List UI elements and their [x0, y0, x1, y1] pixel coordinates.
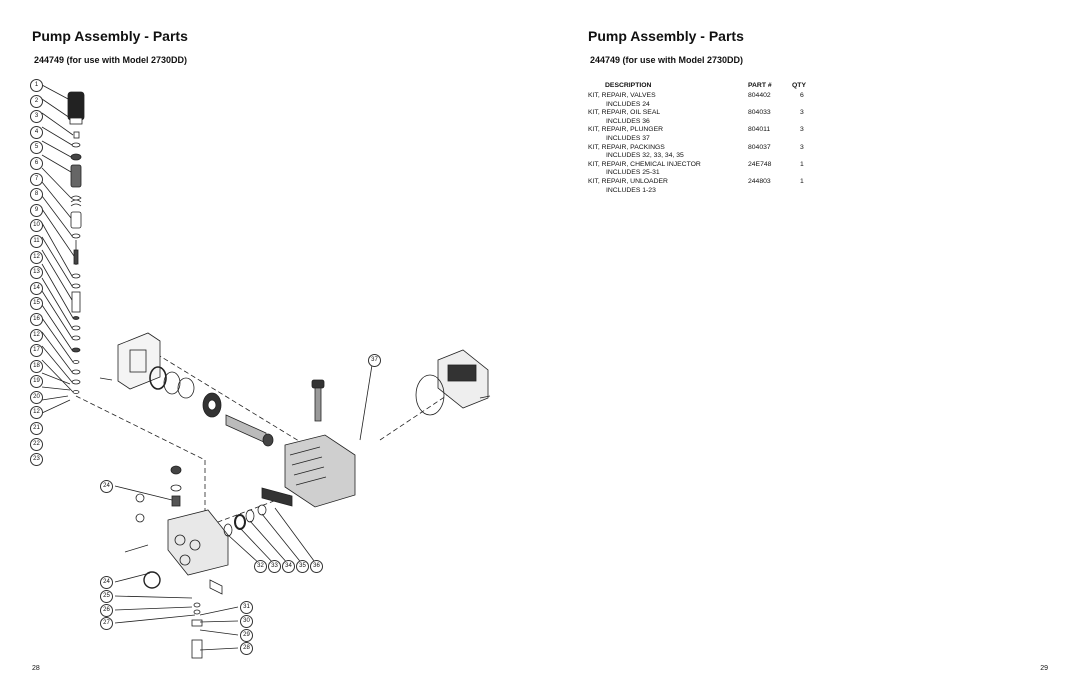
callout: 15 — [30, 297, 43, 311]
callout: 8 — [30, 188, 43, 202]
row-part: 24E748 — [748, 160, 772, 168]
row-includes: INCLUDES 36 — [606, 117, 650, 125]
callout-32: 32 — [254, 560, 267, 573]
callout-24-top: 24 — [100, 480, 113, 493]
callout-26: 26 — [100, 604, 113, 617]
callout-35: 35 — [296, 560, 309, 573]
row-description: KIT, REPAIR, OIL SEAL — [588, 109, 661, 117]
callout-column: 1 2 3 4 5 6 7 8 9 10 11 12 13 14 15 16 1… — [30, 79, 48, 469]
callout: 18 — [30, 359, 43, 373]
page-number: 28 — [32, 665, 40, 672]
callout: 5 — [30, 141, 43, 155]
callout: 11 — [30, 234, 43, 248]
row-qty: 1 — [800, 177, 804, 185]
callout-24-bottom: 24 — [100, 576, 113, 589]
row-part: 804011 — [748, 126, 771, 134]
row-part: 804033 — [748, 109, 771, 117]
left-page: Pump Assembly - Parts 244749 (for use wi… — [30, 28, 491, 672]
callout-36: 36 — [310, 560, 323, 573]
callout: 6 — [30, 156, 43, 170]
row-description: KIT, REPAIR, PACKINGS — [588, 143, 665, 151]
callout: 1 — [30, 79, 43, 92]
callout: 12 — [30, 250, 43, 264]
row-qty: 6 — [800, 92, 804, 99]
callout: 9 — [30, 203, 43, 217]
callout-28: 28 — [240, 642, 253, 655]
row-includes: INCLUDES 1-23 — [606, 186, 656, 194]
callout: 23 — [30, 453, 43, 467]
callout: 7 — [30, 172, 43, 186]
row-description: KIT, REPAIR, VALVES — [588, 92, 656, 99]
header-description: DESCRIPTION — [605, 82, 652, 89]
row-qty: 3 — [800, 143, 804, 151]
callout-31: 31 — [240, 601, 253, 614]
callout: 22 — [30, 437, 43, 451]
row-qty: 3 — [800, 109, 804, 117]
row-includes: INCLUDES 24 — [606, 100, 650, 108]
parts-table-header: DESCRIPTION PART # QTY — [588, 82, 818, 89]
table-row: KIT, REPAIR, UNLOADER 244803 1 INCLUDES … — [588, 178, 818, 195]
callout: 12 — [30, 406, 43, 420]
callout-27: 27 — [100, 617, 113, 630]
page-number: 29 — [1040, 665, 1048, 672]
callout: 19 — [30, 375, 43, 389]
diagram-drawing — [41, 84, 491, 659]
table-row: KIT, REPAIR, PACKINGS 804037 3 INCLUDES … — [588, 144, 818, 161]
callout: 20 — [30, 390, 43, 404]
page-title: Pump Assembly - Parts — [588, 28, 744, 44]
row-includes: INCLUDES 32, 33, 34, 35 — [606, 152, 684, 160]
right-page: Pump Assembly - Parts 244749 (for use wi… — [540, 0, 1080, 698]
callout-30: 30 — [240, 615, 253, 628]
row-description: KIT, REPAIR, CHEMICAL INJECTOR — [588, 160, 701, 168]
table-row: KIT, REPAIR, OIL SEAL 804033 3 INCLUDES … — [588, 109, 818, 126]
table-row: KIT, REPAIR, CHEMICAL INJECTOR 24E748 1 … — [588, 161, 818, 178]
header-part: PART # — [748, 82, 772, 89]
row-includes: INCLUDES 37 — [606, 134, 650, 142]
callout: 14 — [30, 281, 43, 295]
callout: 3 — [30, 110, 43, 124]
header-qty: QTY — [792, 82, 806, 89]
page-subtitle: 244749 (for use with Model 2730DD) — [590, 55, 744, 65]
table-row: KIT, REPAIR, PLUNGER 804011 3 INCLUDES 3… — [588, 126, 818, 143]
callout: 17 — [30, 344, 43, 358]
callout-37: 37 — [368, 354, 381, 367]
row-qty: 1 — [800, 160, 804, 168]
callout-34: 34 — [282, 560, 295, 573]
page-title: Pump Assembly - Parts — [32, 28, 188, 44]
callout-33: 33 — [268, 560, 281, 573]
callout: 12 — [30, 328, 43, 342]
callout-29: 29 — [240, 629, 253, 642]
table-row: KIT, REPAIR, VALVES 804402 6 INCLUDES 24 — [588, 92, 818, 109]
callout: 16 — [30, 312, 43, 326]
row-description: KIT, REPAIR, PLUNGER — [588, 126, 664, 134]
callout: 13 — [30, 266, 43, 280]
row-qty: 3 — [800, 126, 804, 134]
page-subtitle: 244749 (for use with Model 2730DD) — [34, 55, 188, 65]
row-part: 244803 — [748, 177, 771, 185]
callout: 2 — [30, 94, 43, 108]
callout: 4 — [30, 125, 43, 139]
parts-table: DESCRIPTION PART # QTY KIT, REPAIR, VALV… — [588, 82, 818, 195]
callout-25: 25 — [100, 590, 113, 603]
row-includes: INCLUDES 25-31 — [606, 169, 660, 177]
callout: 10 — [30, 219, 43, 233]
row-description: KIT, REPAIR, UNLOADER — [588, 177, 668, 185]
row-part: 804037 — [748, 143, 771, 151]
row-part: 804402 — [748, 92, 771, 99]
pump-exploded-diagram: 37 24 32 33 34 35 36 24 25 26 27 31 30 2… — [41, 84, 491, 659]
callout: 21 — [30, 422, 43, 436]
